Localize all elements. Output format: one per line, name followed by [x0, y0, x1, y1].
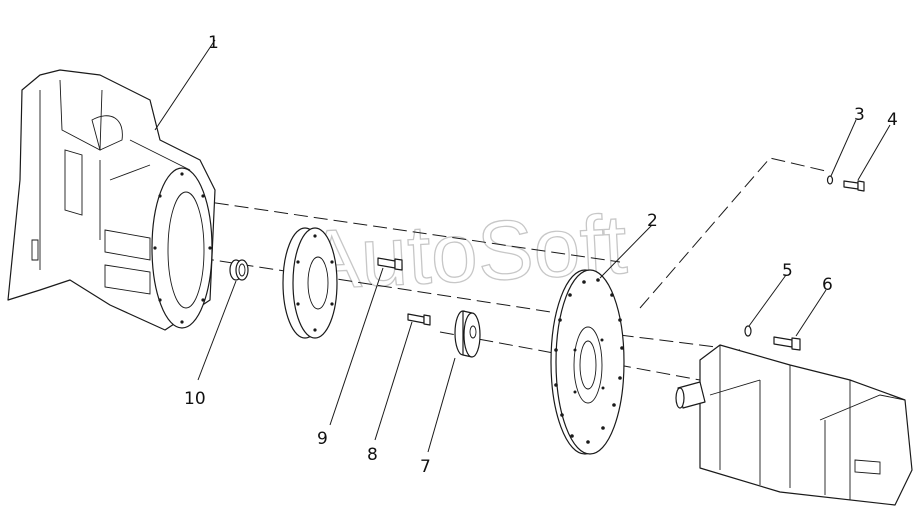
bolt-part-8: [407, 313, 431, 326]
callout-8: 8: [367, 445, 378, 465]
washer-part-5: [744, 325, 752, 337]
engine-block-part-1: [7, 69, 216, 331]
housing-bolt-holes: [153, 172, 212, 324]
bolt-part-6: [773, 336, 801, 351]
callout-10: 10: [184, 389, 206, 409]
bolt-part-4: [843, 180, 865, 192]
bolt-part-9: [377, 257, 403, 271]
callout-4: 4: [887, 110, 898, 130]
callout-3: 3: [854, 105, 865, 125]
washer-part-3: [826, 175, 834, 185]
callout-2: 2: [647, 211, 658, 231]
callout-5: 5: [782, 261, 793, 281]
hub-part-7: [454, 310, 481, 358]
flexplate-bolt-holes: [554, 278, 624, 444]
callout-9: 9: [317, 429, 328, 449]
callout-6: 6: [822, 275, 833, 295]
callout-1: 1: [208, 33, 219, 53]
flexplate-part-2: [550, 269, 625, 455]
adapter-plate: [282, 227, 338, 339]
bushing-part-10: [229, 259, 249, 281]
leader-lines: [154, 39, 891, 453]
pump-assembly: [675, 344, 913, 506]
callout-7: 7: [420, 457, 431, 477]
callouts: 1 2 3 4 5 6 7 8 9 10: [184, 33, 898, 477]
